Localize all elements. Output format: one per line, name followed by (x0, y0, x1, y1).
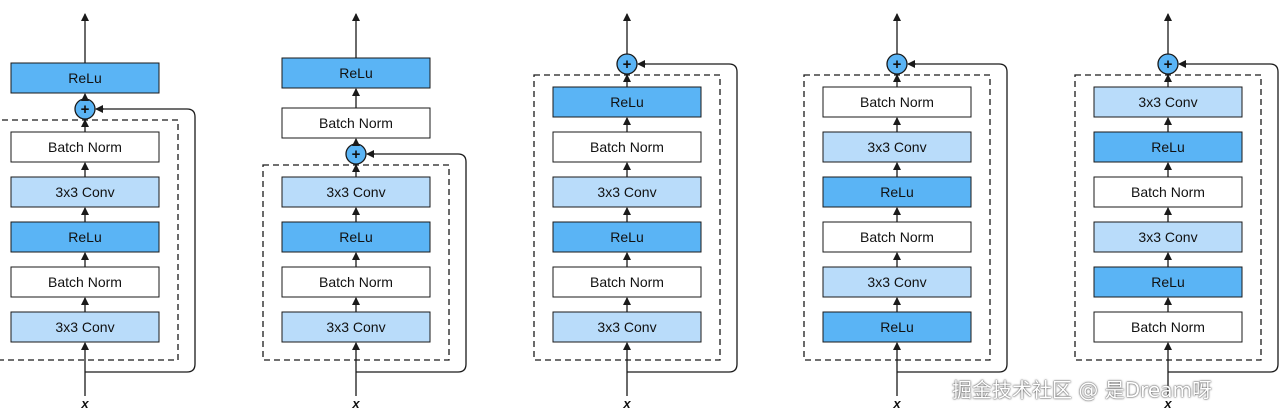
post-relu-1-label: ReLu (68, 70, 101, 86)
skip-connection (85, 108, 196, 373)
block-relu-4-box (822, 176, 972, 208)
skip-connection (627, 63, 738, 373)
block-batch-norm-2-label: Batch Norm (48, 274, 122, 290)
addition-plus-icon: + (1164, 56, 1173, 73)
block-relu-1-label: ReLu (880, 319, 913, 335)
post-relu-2-box (281, 57, 431, 89)
skip-connection (897, 63, 1008, 373)
block-relu-3-label: ReLu (610, 229, 643, 245)
block-batch-norm-2-label: Batch Norm (590, 274, 664, 290)
block-batch-norm-4-label: Batch Norm (1131, 184, 1205, 200)
block-relu-3-box (552, 221, 702, 253)
block-batch-norm-2-label: Batch Norm (319, 274, 393, 290)
block-relu-3-box (281, 221, 431, 253)
block-batch-norm-5-box (552, 131, 702, 163)
block-relu-3-box (10, 221, 160, 253)
block-relu-3-label: ReLu (339, 229, 372, 245)
block-relu-2-label: ReLu (1151, 274, 1184, 290)
block-relu-4-label: ReLu (880, 184, 913, 200)
skip-connection (356, 153, 467, 373)
block-batch-norm-2-box (10, 266, 160, 298)
block-conv-4-label: 3x3 Conv (597, 184, 656, 200)
block-conv-2-label: 3x3 Conv (867, 274, 926, 290)
block-conv-1-label: 3x3 Conv (326, 319, 385, 335)
input-x-label: x (622, 396, 631, 411)
addition-plus-icon: + (81, 101, 90, 118)
addition-plus-icon: + (893, 56, 902, 73)
block-batch-norm-5-box (10, 131, 160, 163)
block-batch-norm-1-label: Batch Norm (1131, 319, 1205, 335)
block-conv-5-box (822, 131, 972, 163)
block-conv-4-label: 3x3 Conv (326, 184, 385, 200)
input-x-label: x (892, 396, 901, 411)
block-conv-5-label: 3x3 Conv (867, 139, 926, 155)
addition-plus-icon: + (352, 146, 361, 163)
block-relu-5-label: ReLu (1151, 139, 1184, 155)
block-batch-norm-2-box (552, 266, 702, 298)
block-batch-norm-5-label: Batch Norm (590, 139, 664, 155)
post-relu-1-box (10, 62, 160, 94)
block-conv-1-box (10, 311, 160, 343)
block-batch-norm-6-label: Batch Norm (860, 94, 934, 110)
addition-plus-icon: + (623, 56, 632, 73)
block-batch-norm-2-box (281, 266, 431, 298)
input-x-label: x (80, 396, 89, 411)
block-relu-3-label: ReLu (68, 229, 101, 245)
block-batch-norm-3-label: Batch Norm (860, 229, 934, 245)
block-batch-norm-3-box (822, 221, 972, 253)
block-conv-1-label: 3x3 Conv (55, 319, 114, 335)
block-conv-1-label: 3x3 Conv (597, 319, 656, 335)
block-relu-6-label: ReLu (610, 94, 643, 110)
block-conv-6-label: 3x3 Conv (1138, 94, 1197, 110)
post-relu-2-label: ReLu (339, 65, 372, 81)
watermark: 掘金技术社区 @ 是Dream呀 (952, 378, 1212, 402)
block-batch-norm-1-box (1093, 311, 1243, 343)
input-x-label: x (351, 396, 360, 411)
block-conv-3-box (1093, 221, 1243, 253)
block-batch-norm-6-box (822, 86, 972, 118)
block-relu-2-box (1093, 266, 1243, 298)
block-relu-1-box (822, 311, 972, 343)
block-batch-norm-5-label: Batch Norm (48, 139, 122, 155)
block-relu-6-box (552, 86, 702, 118)
skip-connection (1168, 63, 1279, 373)
block-conv-4-label: 3x3 Conv (55, 184, 114, 200)
block-conv-6-box (1093, 86, 1243, 118)
input-x-label: x (1163, 396, 1172, 411)
block-conv-1-box (552, 311, 702, 343)
block-conv-3-label: 3x3 Conv (1138, 229, 1197, 245)
block-conv-4-box (281, 176, 431, 208)
block-conv-2-box (822, 266, 972, 298)
post-batch-norm-1-label: Batch Norm (319, 115, 393, 131)
block-batch-norm-4-box (1093, 176, 1243, 208)
